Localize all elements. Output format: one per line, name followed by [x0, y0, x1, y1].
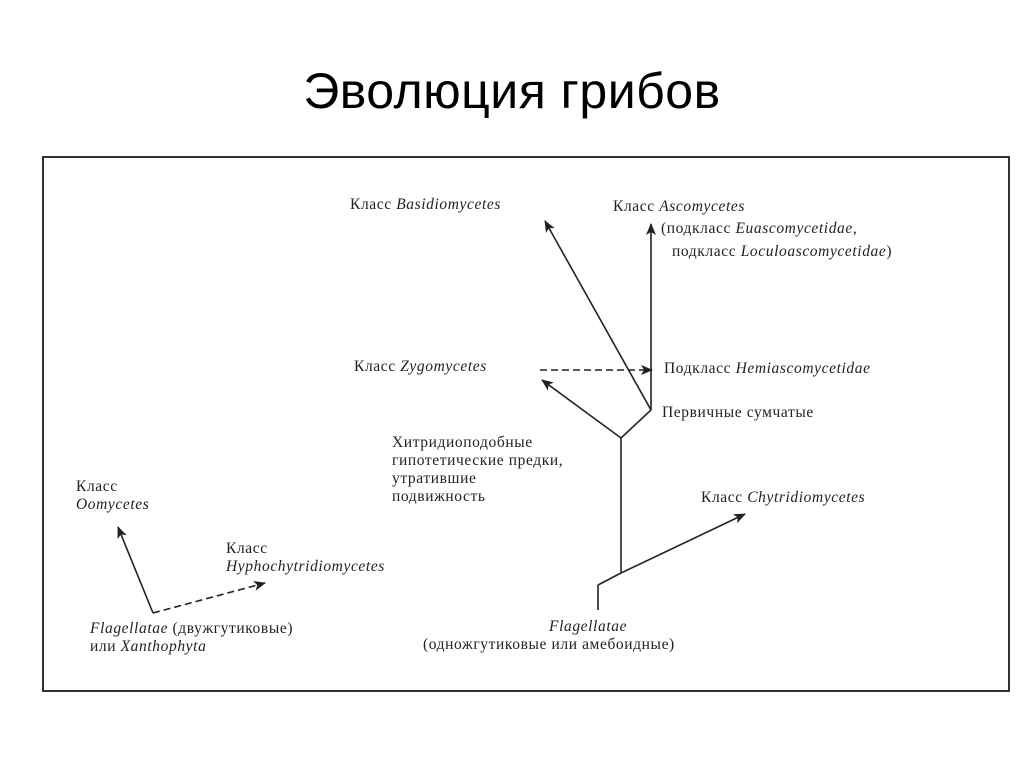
stem-to-primary-asci — [620, 409, 652, 439]
arrow-to-basidiomycetes — [544, 220, 652, 411]
label-flagellatae-monoflagellate: Flagellatae (одножгутиковые или амебоидн… — [423, 618, 675, 653]
label-hemiascomycetidae: Подкласс Hemiascomycetidae — [664, 360, 871, 377]
label-primary-asci: Первичные сумчатые — [662, 404, 814, 421]
label-chytrid-ancestors: Хитридиоподобные гипотетические предки, … — [392, 434, 564, 505]
label-loculoascomycetidae: подкласс Loculoascomycetidae) — [672, 243, 893, 260]
label-oomycetes: Класс Oomycetes — [76, 478, 150, 513]
label-chytridiomycetes: Класс Chytridiomycetes — [701, 489, 866, 506]
label-hyphochytridiomycetes: Класс Hyphochytridiomycetes — [226, 540, 385, 575]
arrow-to-oomycetes — [117, 526, 154, 614]
label-flagellatae-biflagellate: Flagellatae (двужгутиковые) или Xanthoph… — [90, 620, 294, 655]
label-ascomycetes: Класс Ascomycetes — [613, 198, 745, 215]
arrow-to-chytridiomycetes — [620, 513, 746, 574]
mono-fork — [597, 572, 622, 586]
label-euascomycetidae: (подкласс Euascomycetidae, — [661, 220, 858, 237]
arrow-to-hyphochytridiomycetes — [152, 581, 266, 614]
label-zygomycetes: Класс Zygomycetes — [354, 358, 487, 375]
slide-title: Эволюция грибов — [303, 63, 721, 119]
diagram-frame — [42, 156, 1010, 692]
label-basidiomycetes: Класс Basidiomycetes — [350, 196, 502, 213]
arrow-to-zygomycetes — [541, 379, 622, 439]
